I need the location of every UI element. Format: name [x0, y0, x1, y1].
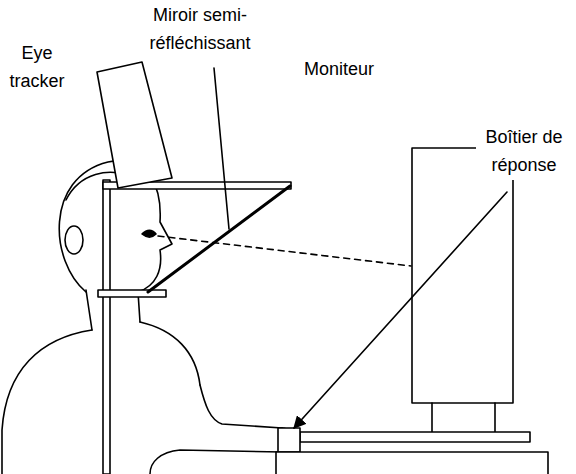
leader-line [214, 68, 229, 229]
part-label: Eye tracker [2, 40, 72, 96]
gaze-line [158, 236, 411, 266]
torso [2, 330, 92, 474]
table [276, 452, 548, 474]
frame-pole [103, 180, 110, 474]
part-label: Moniteur [304, 56, 414, 84]
shoulder [140, 322, 200, 385]
monitor-stand [432, 403, 495, 432]
monitor [412, 148, 513, 403]
arm [200, 385, 282, 428]
ear [65, 226, 83, 254]
response-box [278, 428, 300, 452]
part-label: Boîtier de réponse [476, 124, 572, 180]
forearm [150, 450, 282, 474]
monitor-base [300, 432, 530, 442]
chin-rest [98, 290, 166, 297]
eye-tracker-body [97, 62, 172, 188]
half-silvered-mirror [148, 186, 290, 292]
part-label: Miroir semi-réfléchissant [110, 2, 290, 58]
leader-arrow [294, 192, 507, 428]
eye [142, 230, 156, 237]
